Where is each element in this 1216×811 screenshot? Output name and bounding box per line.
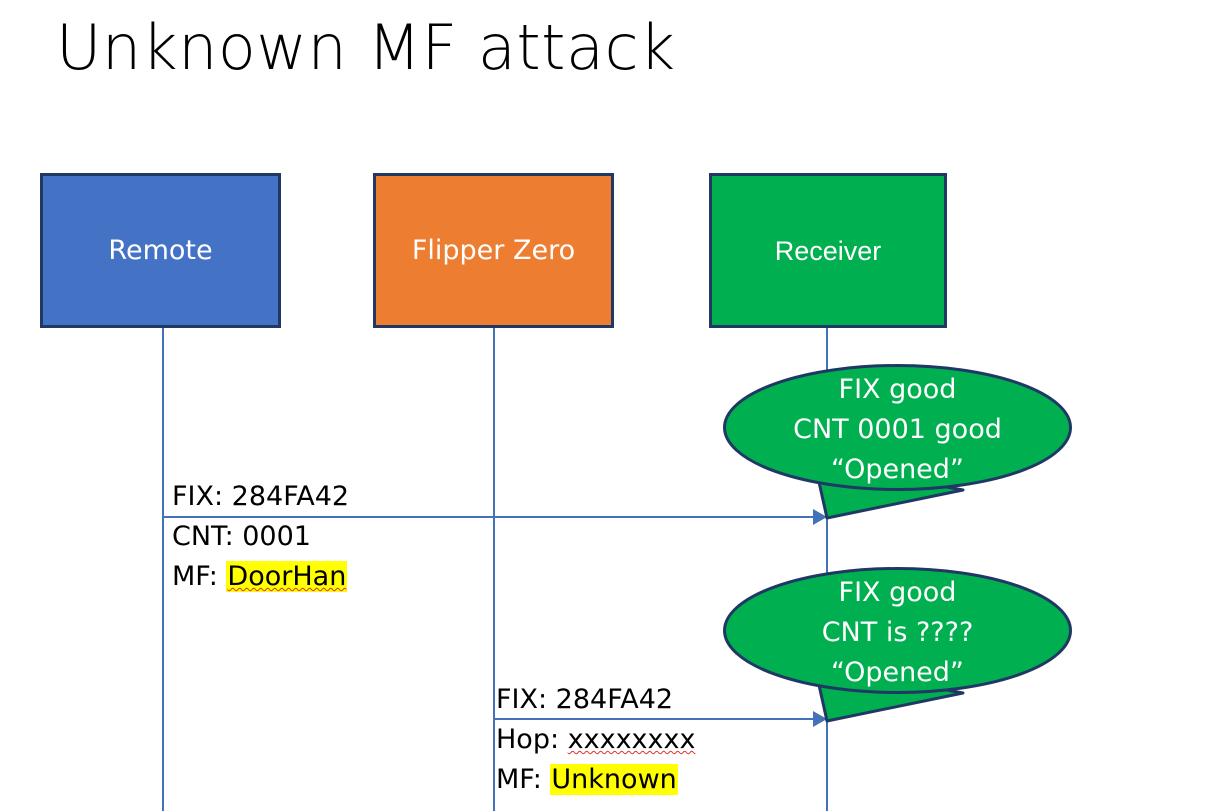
message-arrow-line-remote-to-receiver (163, 516, 827, 518)
callout-bubble-unknown[interactable]: FIX good CNT is ???? “Opened” (723, 567, 1072, 723)
actor-box-flipper-zero[interactable]: Flipper Zero (373, 173, 614, 328)
message-arrow-head-remote-to-receiver (813, 509, 827, 525)
callout-ellipse-unknown (723, 567, 1072, 694)
message-label-fix-flipper: FIX: 284FA42 (496, 680, 673, 720)
message-text-part: CNT: 0001 (172, 521, 311, 552)
actor-box-remote[interactable]: Remote (40, 173, 281, 328)
message-arrow-line-flipper-to-receiver (494, 718, 827, 720)
message-text-part: Hop: (496, 724, 568, 755)
message-text-highlight-unknown: Unknown (550, 764, 678, 795)
actor-label-remote: Remote (108, 234, 213, 266)
lifeline-receiver (826, 328, 828, 811)
message-arrow-head-flipper-to-receiver (813, 711, 827, 727)
message-text-part: MF: (172, 561, 227, 592)
message-label-mf-remote: MF: DoorHan (172, 557, 348, 597)
message-text-highlight-doorhan: DoorHan (226, 561, 348, 592)
callout-shape-good (723, 364, 1072, 520)
message-text-hop-value: xxxxxxxx (567, 724, 696, 755)
message-label-mf-flipper: MF: Unknown (496, 760, 678, 800)
lifeline-remote (162, 328, 164, 811)
message-text-part: FIX: 284FA42 (172, 481, 350, 512)
message-text-part: MF: (496, 764, 551, 795)
actor-label-flipper-zero: Flipper Zero (411, 234, 576, 266)
message-label-hop-flipper: Hop: xxxxxxxx (496, 720, 695, 760)
actor-box-receiver[interactable]: Receiver (709, 173, 947, 328)
callout-shape-unknown (723, 567, 1072, 723)
message-label-fix-remote: FIX: 284FA42 (172, 477, 349, 517)
callout-ellipse-good (723, 364, 1072, 491)
actor-label-receiver: Receiver (774, 235, 882, 266)
message-label-cnt-remote: CNT: 0001 (172, 517, 311, 557)
message-text-part: FIX: 284FA42 (496, 684, 674, 715)
page-title: Unknown MF attack (56, 11, 676, 84)
callout-bubble-good[interactable]: FIX good CNT 0001 good “Opened” (723, 364, 1072, 520)
lifeline-flipper (493, 328, 495, 811)
